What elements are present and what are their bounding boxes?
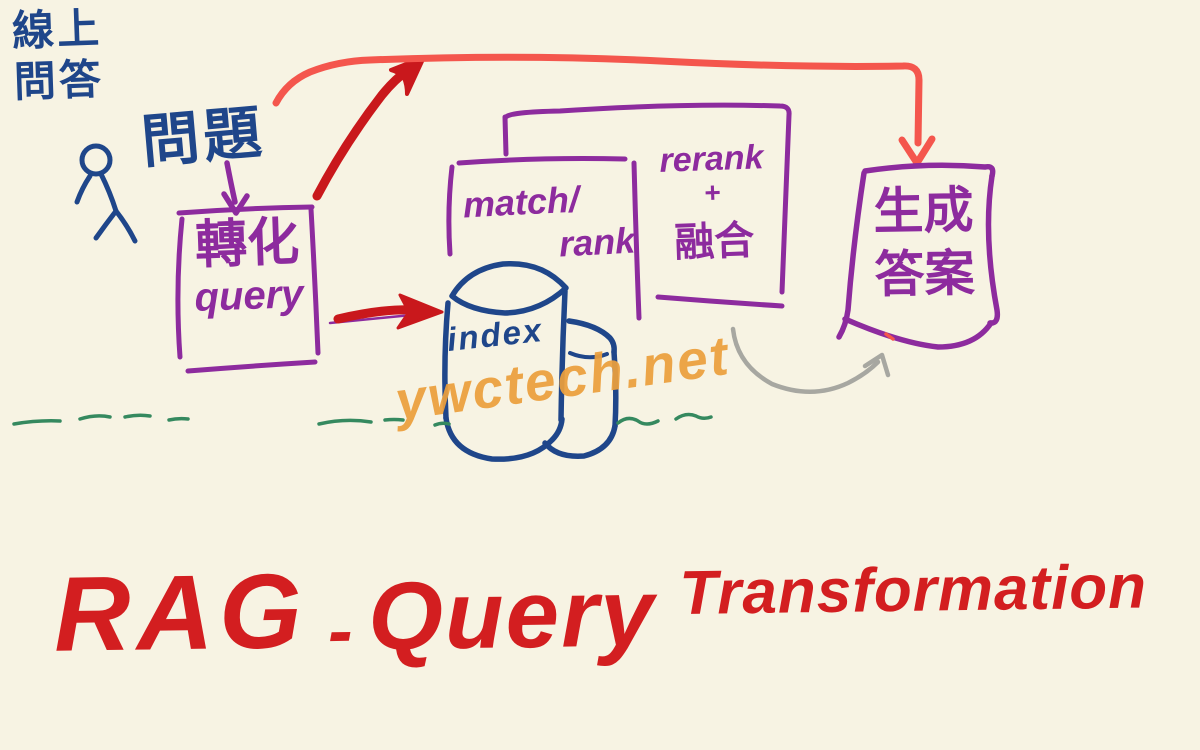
arrow-question-to-transform [221,160,250,216]
title-query: Query [367,559,657,671]
transform-box-subtitle: query [193,272,305,321]
arrow-top-bypass-to-answer [272,53,936,167]
person-icon [74,143,138,244]
baseline-dashes [12,412,713,427]
fusion-label: 融合 [673,218,756,266]
question-label: 問題 [138,99,269,176]
title-transformation: Transformation [678,552,1148,629]
answer-box-outline [836,162,1001,350]
match-label: match/ [461,178,580,226]
retrieval-group-outline [502,102,792,309]
transform-box-title: 轉化 [194,213,301,275]
rerank-box: rerank + 融合 [644,138,782,270]
match-rank-box: match/ rank [462,176,636,271]
arrow-rerank-to-answer [730,326,891,394]
plus-label: + [703,176,722,209]
page-title: RAG - Query Transformation [53,546,1164,674]
answer-box: 生成 答案 [867,179,981,306]
answer-line1: 生成 [872,182,974,240]
transform-box-outline [175,204,321,374]
arrow-transform-to-top [312,55,426,201]
rank-label: rank [557,219,637,265]
rerank-label: rerank [658,138,765,180]
red-tick [884,332,895,341]
corner-note-line2: 問答 [13,55,105,106]
title-rag: RAG [53,552,309,674]
corner-note-line1: 線上 [11,4,103,55]
transform-box: 轉化 query [176,213,320,322]
arrow-transform-to-index [328,293,444,330]
corner-note: 線上 問答 [11,2,105,108]
match-box-outline [446,156,642,321]
title-dash: - [327,588,354,672]
answer-line2: 答案 [874,244,976,303]
database-icon [442,260,619,462]
